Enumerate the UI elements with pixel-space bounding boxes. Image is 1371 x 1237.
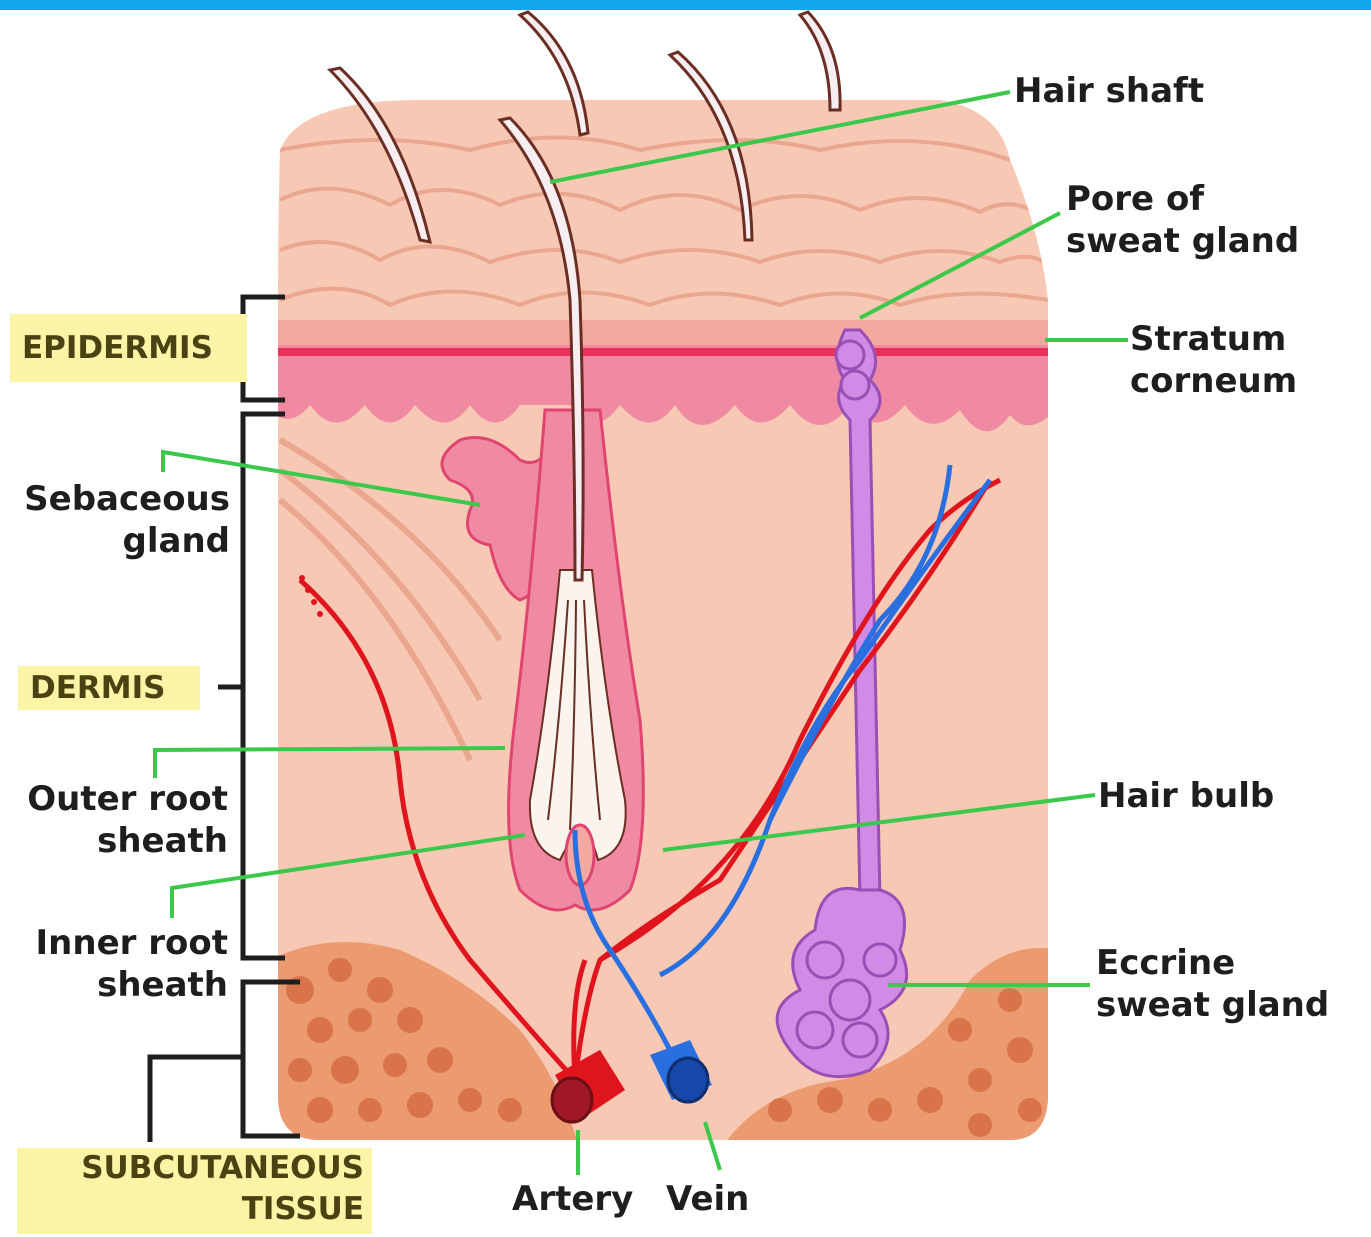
artery-label: Artery	[512, 1178, 633, 1220]
stratum-label-line2: corneum	[1130, 360, 1297, 402]
dermis-label: DERMIS	[18, 666, 200, 710]
eccrine-sweat-gland-label: Eccrine sweat gland	[1096, 942, 1329, 1026]
pore-label-line1: Pore of	[1066, 178, 1299, 220]
inner-label-line2: sheath	[16, 964, 228, 1006]
subcutaneous-label-line2: TISSUE	[17, 1189, 364, 1230]
stratum-label-line1: Stratum	[1130, 318, 1297, 360]
epidermis-label: EPIDERMIS	[10, 314, 247, 382]
layer-brackets	[150, 297, 300, 1142]
eccrine-label-line2: sweat gland	[1096, 984, 1329, 1026]
outer-label-line2: sheath	[16, 820, 228, 862]
pore-of-sweat-gland-label: Pore of sweat gland	[1066, 178, 1299, 262]
hair-shaft-label: Hair shaft	[1014, 70, 1204, 112]
sebaceous-label-line2: gland	[16, 520, 230, 562]
subcutaneous-tissue-label: SUBCUTANEOUS TISSUE	[17, 1148, 372, 1234]
inner-root-sheath-label: Inner root sheath	[16, 922, 228, 1006]
outer-label-line1: Outer root	[16, 778, 228, 820]
sebaceous-gland-label: Sebaceous gland	[16, 478, 230, 562]
vein-label: Vein	[666, 1178, 749, 1220]
eccrine-label-line1: Eccrine	[1096, 942, 1329, 984]
inner-label-line1: Inner root	[16, 922, 228, 964]
skin-block	[270, 90, 1060, 1150]
outer-root-sheath-label: Outer root sheath	[16, 778, 228, 862]
hair-bulb-label: Hair bulb	[1098, 775, 1274, 817]
pore-label-line2: sweat gland	[1066, 220, 1299, 262]
stratum-corneum-label: Stratum corneum	[1130, 318, 1297, 402]
sebaceous-label-line1: Sebaceous	[16, 478, 230, 520]
subcutaneous-label-line1: SUBCUTANEOUS	[17, 1148, 364, 1189]
